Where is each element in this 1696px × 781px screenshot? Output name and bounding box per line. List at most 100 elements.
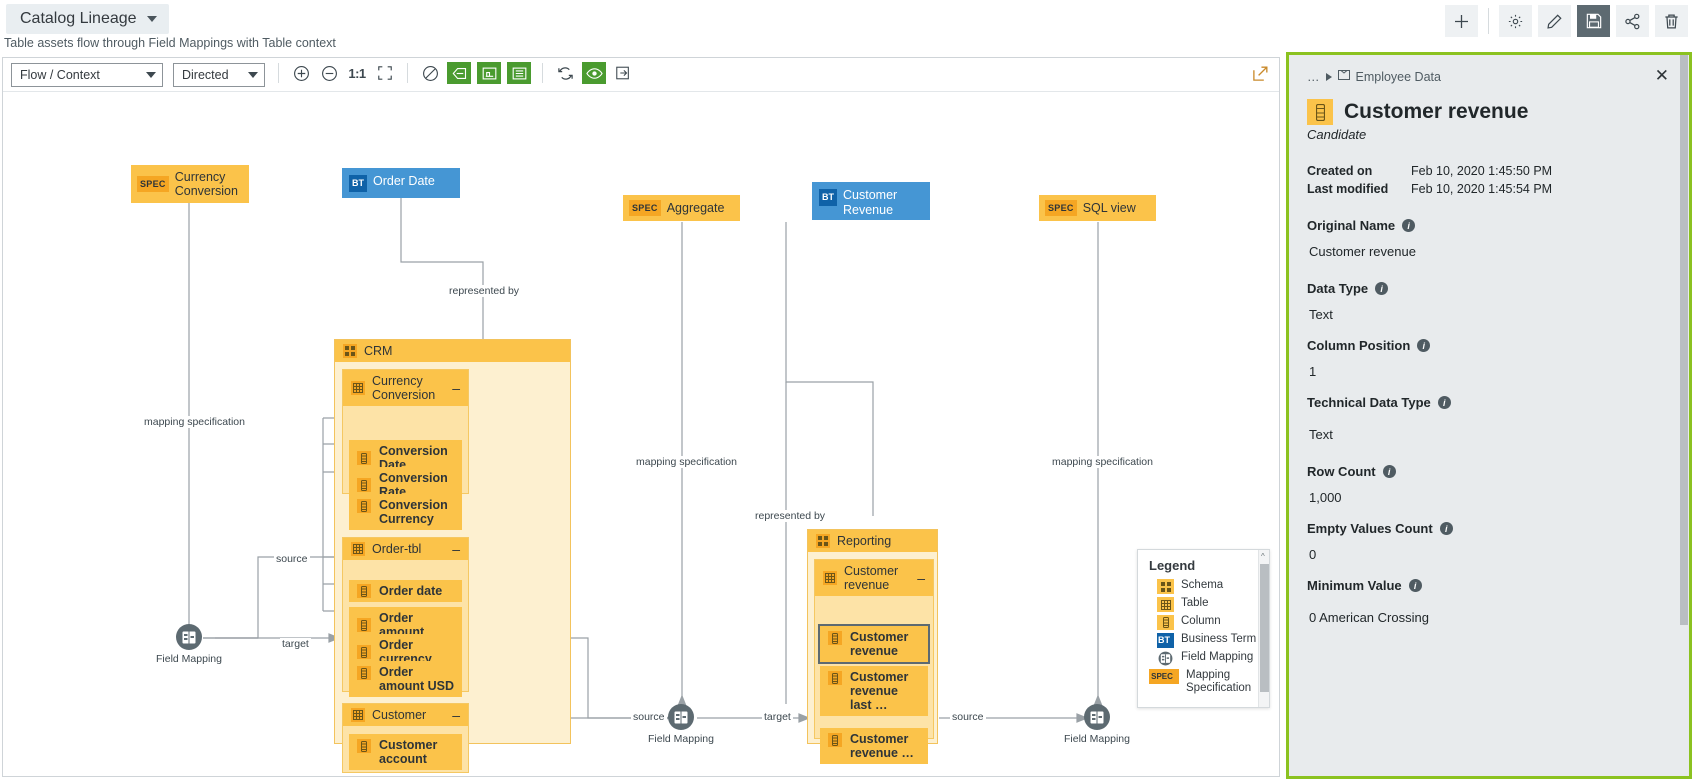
table-header[interactable]: Currency Conversion –	[343, 370, 468, 406]
column-conversion-currency[interactable]: Conversion Currency	[349, 494, 462, 530]
field-mapping-node-left[interactable]	[176, 624, 202, 650]
settings-button[interactable]	[1499, 5, 1532, 37]
edge-label-source-3: source	[950, 711, 986, 723]
direction-select[interactable]: Directed	[173, 63, 265, 87]
column-customer-account[interactable]: Customer account	[349, 734, 462, 770]
field-mapping-node-middle[interactable]	[668, 704, 694, 730]
share-button[interactable]	[1616, 5, 1649, 37]
page-title: Catalog Lineage	[20, 10, 137, 27]
flow-context-select[interactable]: Flow / Context	[11, 63, 163, 87]
table-header[interactable]: Customer –	[343, 704, 468, 726]
mapping-specification-icon: SPEC	[1149, 669, 1179, 684]
column-label: Customer account	[379, 738, 438, 766]
delete-button[interactable]	[1655, 5, 1688, 37]
toolbar-divider	[542, 63, 543, 83]
collapse-icon[interactable]: –	[917, 570, 925, 586]
zoom-out-icon[interactable]	[318, 62, 340, 84]
no-filter-icon[interactable]	[419, 62, 441, 84]
last-modified-value: Feb 10, 2020 1:45:54 PM	[1411, 182, 1553, 196]
field-mapping-node-right[interactable]	[1084, 704, 1110, 730]
legend-panel[interactable]: Legend Schema Table Column BT Business T…	[1137, 549, 1270, 708]
info-icon[interactable]: i	[1417, 339, 1431, 352]
info-icon[interactable]: i	[1402, 219, 1416, 232]
table-icon	[351, 381, 365, 395]
field-label-text: Original Name	[1307, 218, 1396, 233]
panel-scroll-thumb[interactable]	[1680, 55, 1688, 625]
edit-button[interactable]	[1538, 5, 1571, 37]
column-customer-revenue-selected[interactable]: Customer revenue	[818, 624, 930, 664]
schema-header-reporting[interactable]: Reporting	[808, 530, 937, 552]
table-label: Currency Conversion	[372, 374, 436, 402]
visibility-eye-icon[interactable]	[582, 62, 606, 84]
node-business-term-customer-revenue[interactable]: BT Customer Revenue	[812, 182, 930, 220]
chevron-down-icon	[248, 72, 258, 78]
column-customer-revenue-last[interactable]: Customer revenue last …	[820, 666, 928, 716]
info-icon[interactable]: i	[1437, 396, 1451, 409]
collapse-icon[interactable]: –	[452, 541, 460, 557]
field-label-text: Data Type	[1307, 281, 1369, 296]
node-business-term-order-date[interactable]: BT Order Date	[342, 168, 460, 198]
info-icon[interactable]: i	[1439, 522, 1453, 535]
expand-nodes-icon[interactable]	[477, 62, 501, 84]
collapse-icon[interactable]: –	[452, 707, 460, 723]
add-button[interactable]	[1445, 5, 1478, 37]
field-mapping-label-left: Field Mapping	[156, 653, 222, 665]
close-panel-icon[interactable]: ✕	[1654, 66, 1669, 85]
node-label: SQL view	[1082, 201, 1136, 215]
collapse-icon[interactable]: –	[452, 380, 460, 396]
legend-scroll-thumb[interactable]	[1260, 564, 1269, 692]
column-order-date[interactable]: Order date	[349, 580, 462, 602]
page-subtitle: Table assets flow through Field Mappings…	[4, 36, 336, 50]
save-button[interactable]	[1577, 5, 1610, 37]
field-label-text: Column Position	[1307, 338, 1411, 353]
schema-cluster-reporting[interactable]: Reporting Customer revenue – Customer re…	[807, 529, 938, 764]
column-icon	[357, 499, 371, 513]
node-mapping-spec-sql-view[interactable]: SPEC SQL view	[1039, 195, 1156, 221]
column-order-amount-usd[interactable]: Order amount USD	[349, 661, 462, 697]
table-icon	[1157, 597, 1174, 612]
lineage-graph[interactable]: SPEC Currency Conversion SPEC Aggregate …	[3, 92, 1279, 777]
show-columns-icon[interactable]	[507, 62, 531, 84]
export-icon[interactable]	[612, 62, 634, 84]
field-empty-values-count: Empty Values Count i 0	[1307, 521, 1671, 562]
legend-scrollbar[interactable]: ^	[1258, 550, 1269, 707]
info-icon[interactable]: i	[1382, 465, 1396, 478]
breadcrumb-icon	[1337, 69, 1350, 84]
schema-header-crm[interactable]: CRM	[335, 340, 570, 362]
node-mapping-spec-currency-conversion[interactable]: SPEC Currency Conversion	[131, 165, 249, 203]
breadcrumb-label[interactable]: Employee Data	[1355, 69, 1441, 84]
business-term-icon: BT	[1157, 633, 1174, 648]
schema-icon	[343, 344, 357, 358]
node-mapping-spec-aggregate[interactable]: SPEC Aggregate	[623, 195, 740, 221]
breadcrumb-ellipsis[interactable]: …	[1307, 69, 1320, 84]
column-icon	[357, 645, 371, 659]
asset-details-panel[interactable]: … Employee Data ✕ Customer revenue Candi…	[1286, 52, 1692, 779]
zoom-reset-ratio[interactable]: 1:1	[348, 65, 366, 81]
legend-label: Business Term	[1181, 633, 1257, 645]
info-icon[interactable]: i	[1375, 282, 1389, 295]
open-full-screen-icon[interactable]	[1252, 65, 1269, 87]
field-label: Original Name i	[1307, 218, 1671, 233]
show-labels-icon[interactable]	[447, 62, 471, 84]
asset-details-content: … Employee Data ✕ Customer revenue Candi…	[1289, 55, 1689, 776]
column-customer-revenue-third[interactable]: Customer revenue …	[820, 728, 928, 764]
panel-scrollbar[interactable]	[1679, 55, 1689, 776]
zoom-in-icon[interactable]	[290, 62, 312, 84]
table-icon	[351, 708, 365, 722]
fit-to-screen-icon[interactable]	[374, 62, 396, 84]
field-value: 0	[1309, 547, 1317, 562]
refresh-icon[interactable]	[554, 62, 576, 84]
schema-cluster-crm[interactable]: CRM Currency Conversion – Conversion Dat…	[334, 339, 571, 773]
created-on-value: Feb 10, 2020 1:45:50 PM	[1411, 164, 1553, 178]
breadcrumb[interactable]: … Employee Data	[1307, 69, 1671, 84]
column-label: Order date	[379, 584, 443, 598]
scroll-up-icon[interactable]: ^	[1261, 552, 1265, 561]
lineage-canvas: Flow / Context Directed 1:1	[2, 57, 1280, 777]
info-icon[interactable]: i	[1408, 579, 1422, 592]
column-icon	[357, 666, 371, 680]
table-header[interactable]: Customer revenue –	[815, 560, 933, 596]
schema-icon	[816, 534, 830, 548]
page-title-dropdown[interactable]: Catalog Lineage	[6, 4, 169, 34]
field-label: Minimum Value i	[1307, 578, 1671, 593]
table-header[interactable]: Order-tbl –	[343, 538, 468, 560]
